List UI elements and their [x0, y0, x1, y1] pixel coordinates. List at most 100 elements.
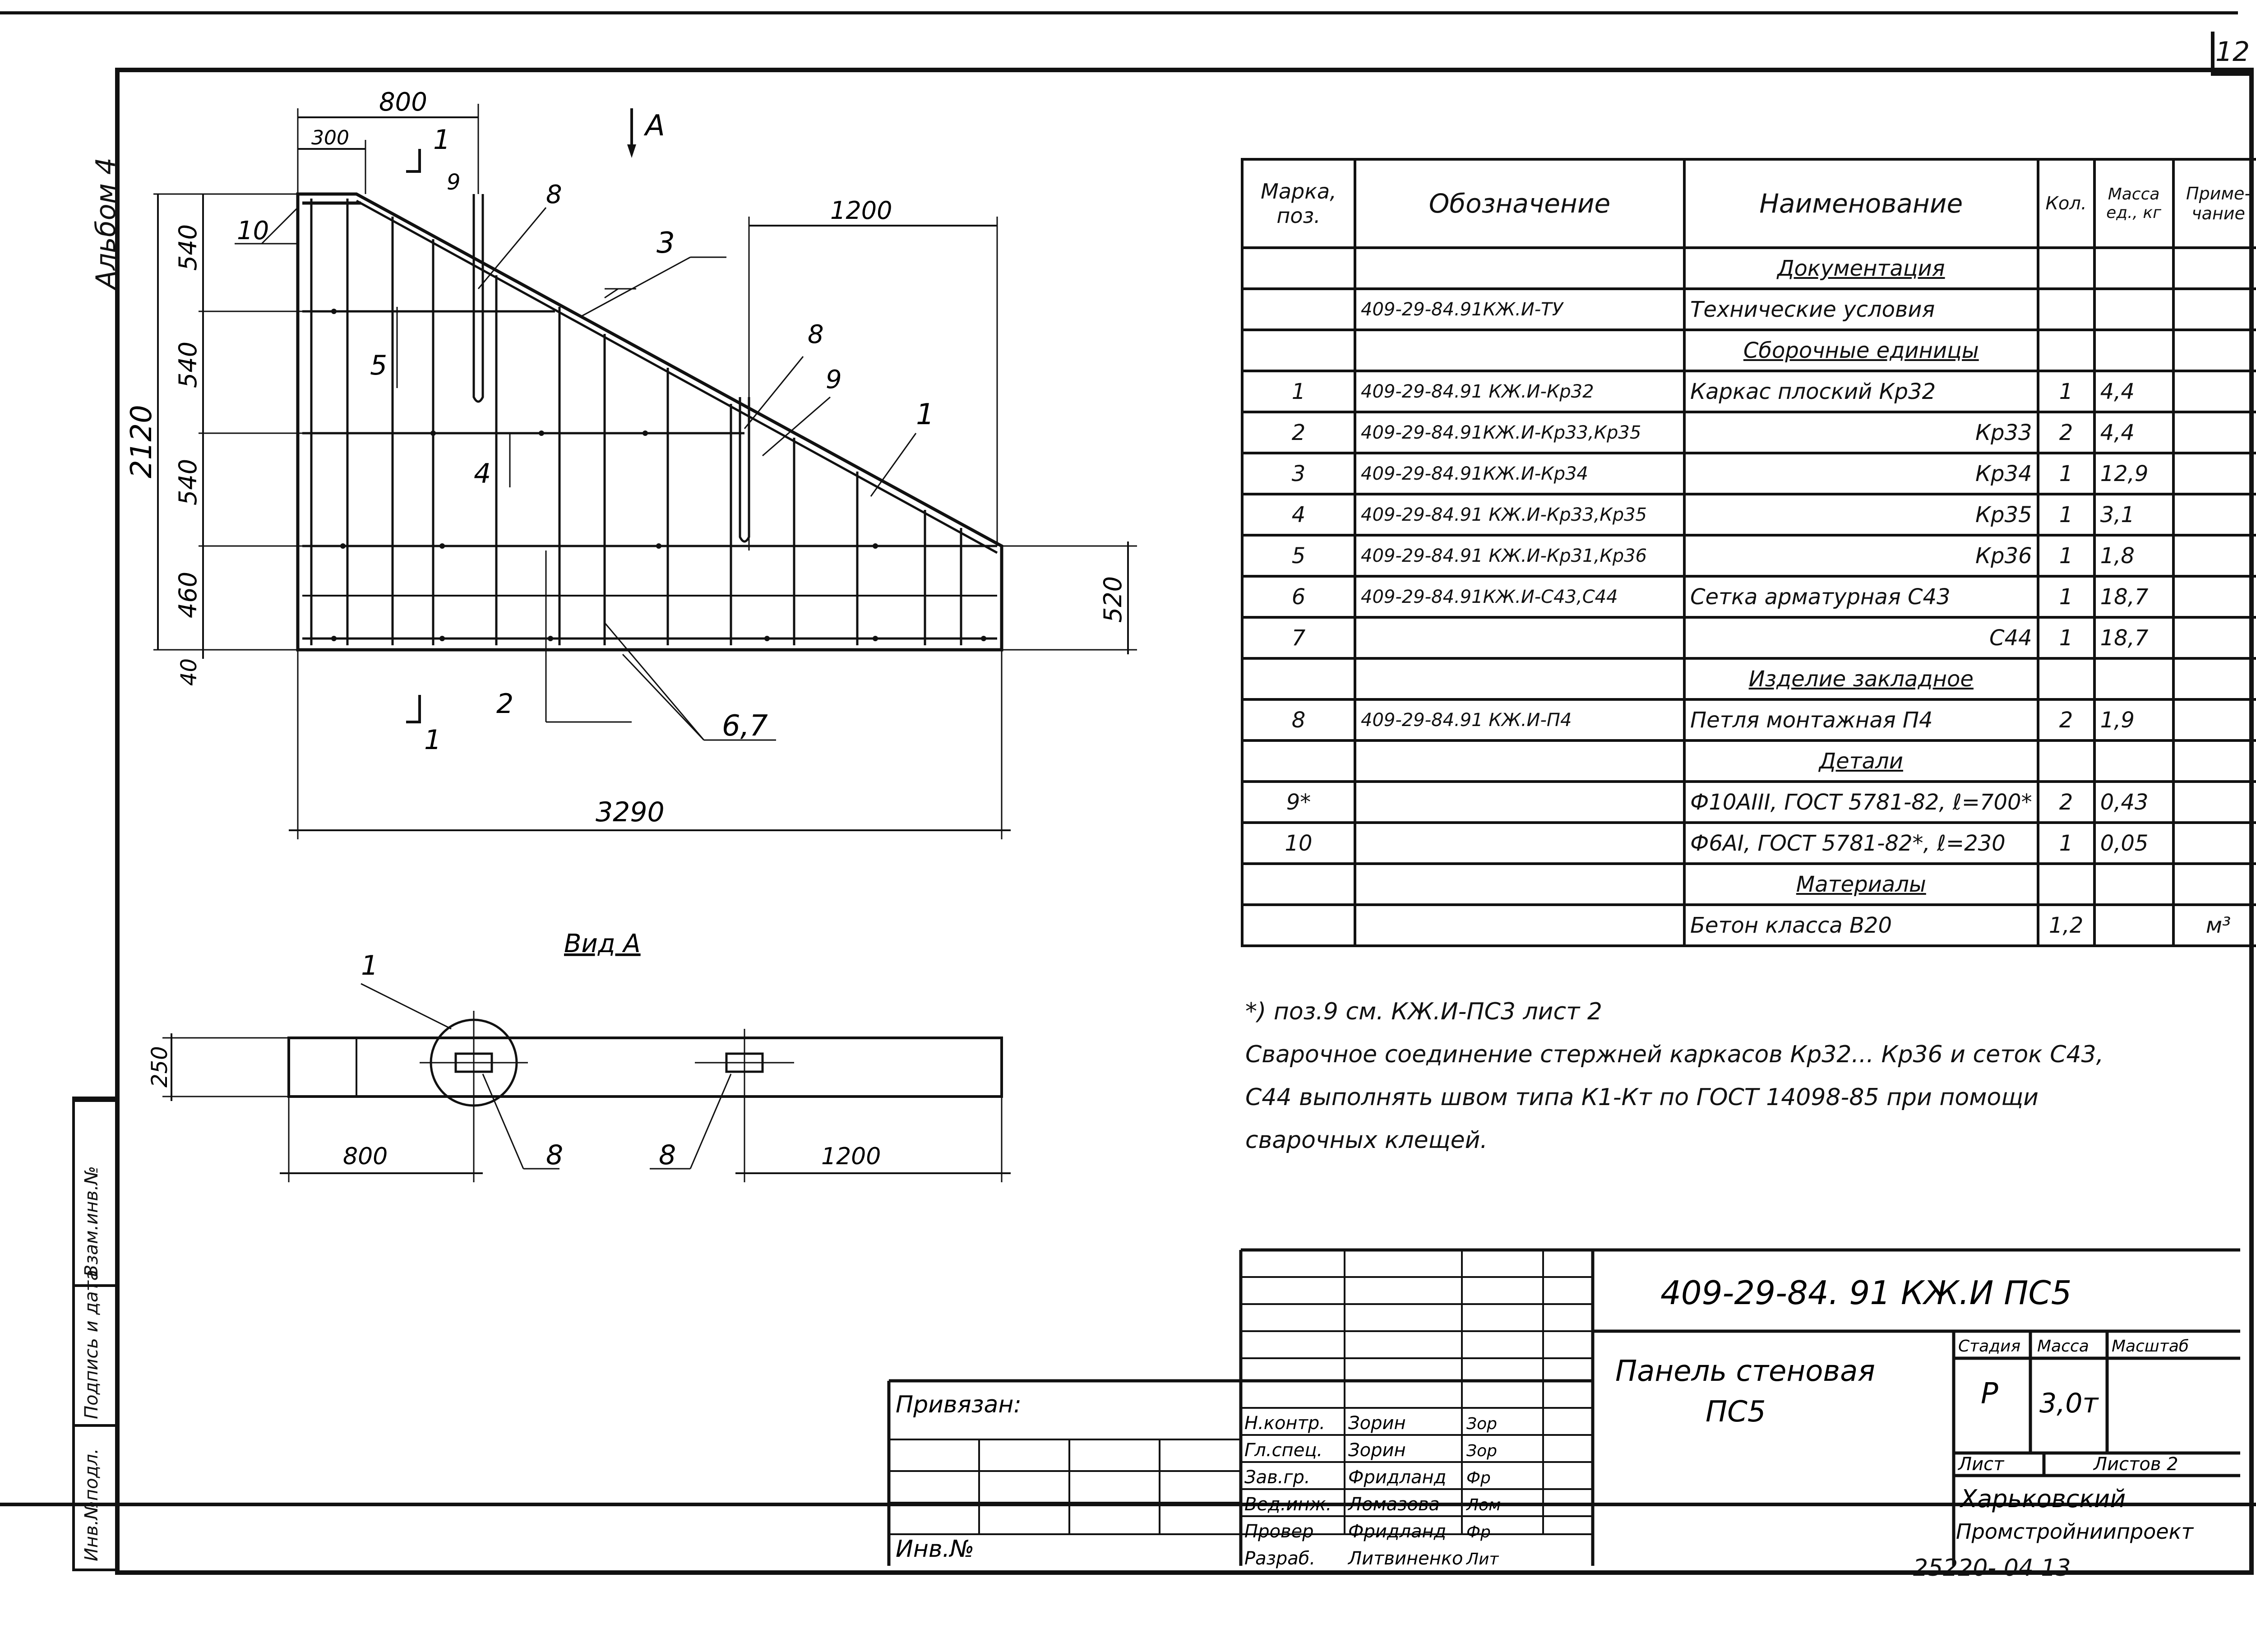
mass-label: Масса [2037, 1337, 2089, 1356]
spec-cell-name: Материалы [1683, 862, 2039, 906]
spec-cell-note [2172, 287, 2256, 331]
spec-cell-qty: 1 [2036, 616, 2096, 660]
spec-cell-name: Ф10АIII, ГОСТ 5781-82, ℓ=700* [1683, 780, 2039, 824]
callout-5: 5 [370, 350, 387, 381]
spec-cell-note [2172, 493, 2256, 537]
spec-cell-note [2172, 575, 2256, 619]
spec-cell-pos: 6 [1241, 575, 1356, 619]
spec-cell-qty: 1 [2036, 575, 2096, 619]
spec-cell-name: Петля монтажная П4 [1683, 698, 2039, 742]
drawing-notes: *) поз.9 см. КЖ.И-ПС3 лист 2 Сварочное с… [1245, 990, 2238, 1162]
spec-cell-pos [1241, 287, 1356, 331]
signer-name: Ломазова [1347, 1494, 1440, 1515]
spec-cell-qty [2036, 862, 2096, 906]
spec-cell-mass: 18,7 [2093, 616, 2175, 660]
spec-cell-qty: 1 [2036, 534, 2096, 578]
callout-1: 1 [916, 398, 934, 431]
dim-520: 520 [1099, 576, 1127, 623]
spec-cell-mass: 4,4 [2093, 370, 2175, 413]
mass-value: 3,0т [2039, 1388, 2099, 1419]
spec-cell-pos [1241, 903, 1356, 947]
spec-cell-qty: 2 [2036, 411, 2096, 454]
callout-9a: 9 [447, 170, 461, 195]
spec-header-mass: Масса ед., кг [2093, 158, 2175, 249]
stage-value: Р [1981, 1377, 1998, 1411]
spec-cell-qty [2036, 657, 2096, 701]
callout-2: 2 [496, 688, 513, 720]
dim-1200: 1200 [830, 196, 892, 225]
spec-cell-qty [2036, 329, 2096, 372]
bottom-code: 25220- 04 13 [1913, 1555, 2071, 1582]
callout-8b: 8 [808, 320, 824, 349]
org-line-1: Харьковский [1959, 1485, 2126, 1513]
spec-row: Сборочные единицы [1241, 329, 2256, 372]
spec-cell-mass [2093, 329, 2175, 372]
spec-cell-note [2172, 698, 2256, 742]
spec-header-note: Приме-чание [2172, 158, 2256, 249]
spec-cell-note [2172, 329, 2256, 372]
spec-cell-name: Кр33 [1683, 411, 2039, 454]
title-line-1: Панель стеновая [1615, 1355, 1875, 1388]
dim-540b: 540 [174, 342, 202, 388]
dim-3290: 3290 [596, 796, 665, 828]
spec-cell-note [2172, 370, 2256, 413]
spec-cell-qty: 1 [2036, 370, 2096, 413]
spec-cell-code [1354, 657, 1686, 701]
callout-10: 10 [237, 216, 269, 245]
cut-mark-bottom: 1 [424, 724, 441, 756]
sheet-bottom-rule [0, 1503, 2256, 1506]
spec-cell-code [1354, 246, 1686, 290]
sheets-label: Листов 2 [2093, 1454, 2178, 1475]
spec-cell-code [1354, 329, 1686, 372]
sheet-label: Лист [1957, 1454, 2005, 1475]
note-line-2: Сварочное соединение стержней каркасов К… [1245, 1041, 2104, 1068]
org-line-2: Промстройниипроект [1956, 1519, 2194, 1544]
signer-name: Фридланд [1348, 1467, 1446, 1488]
spec-cell-code [1354, 821, 1686, 865]
note-line-1: *) поз.9 см. КЖ.И-ПС3 лист 2 [1245, 998, 1602, 1025]
spec-cell-code [1354, 780, 1686, 824]
spec-cell-qty: 2 [2036, 780, 2096, 824]
spec-cell-note [2172, 452, 2256, 495]
signer-name: Зорин [1348, 1440, 1406, 1461]
spec-cell-note [2172, 657, 2256, 701]
spec-cell-code [1354, 903, 1686, 947]
view-a-dim-1200: 1200 [821, 1143, 881, 1170]
spec-cell-code: 409-29-84.91КЖ.И-ТУ [1354, 287, 1686, 331]
spec-row: Материалы [1241, 862, 2256, 906]
spec-header-row: Марка, поз. Обозначение Наименование Кол… [1241, 158, 2256, 249]
spec-cell-name: Сборочные единицы [1683, 329, 2039, 372]
spec-cell-pos [1241, 657, 1356, 701]
spec-cell-pos [1241, 329, 1356, 372]
dim-460: 460 [174, 572, 202, 618]
spec-cell-code: 409-29-84.91 КЖ.И-Кр33,Кр35 [1354, 493, 1686, 537]
spec-cell-name: Детали [1683, 739, 2039, 783]
spec-cell-note [2172, 534, 2256, 578]
callout-3: 3 [656, 227, 675, 260]
title-line-2: ПС5 [1706, 1395, 1766, 1429]
inv-label: Инв.№ [896, 1536, 974, 1563]
callout-8a: 8 [546, 180, 562, 209]
note-line-3: С44 выполнять швом типа К1-Кт по ГОСТ 14… [1245, 1084, 2039, 1111]
signer-signature: Зор [1466, 1415, 1497, 1433]
spec-cell-name: Кр36 [1683, 534, 2039, 578]
dim-40: 40 [176, 658, 202, 686]
spec-cell-code [1354, 739, 1686, 783]
spec-cell-mass [2093, 903, 2175, 947]
spec-cell-mass [2093, 862, 2175, 906]
spec-cell-pos [1241, 246, 1356, 290]
dim-2120: 2120 [125, 405, 158, 478]
spec-cell-qty: 2 [2036, 698, 2096, 742]
spec-row: Изделие закладное [1241, 657, 2256, 701]
spec-cell-mass [2093, 657, 2175, 701]
dim-800: 800 [379, 88, 427, 117]
spec-cell-mass: 0,05 [2093, 821, 2175, 865]
view-a-dim-250: 250 [147, 1046, 172, 1087]
